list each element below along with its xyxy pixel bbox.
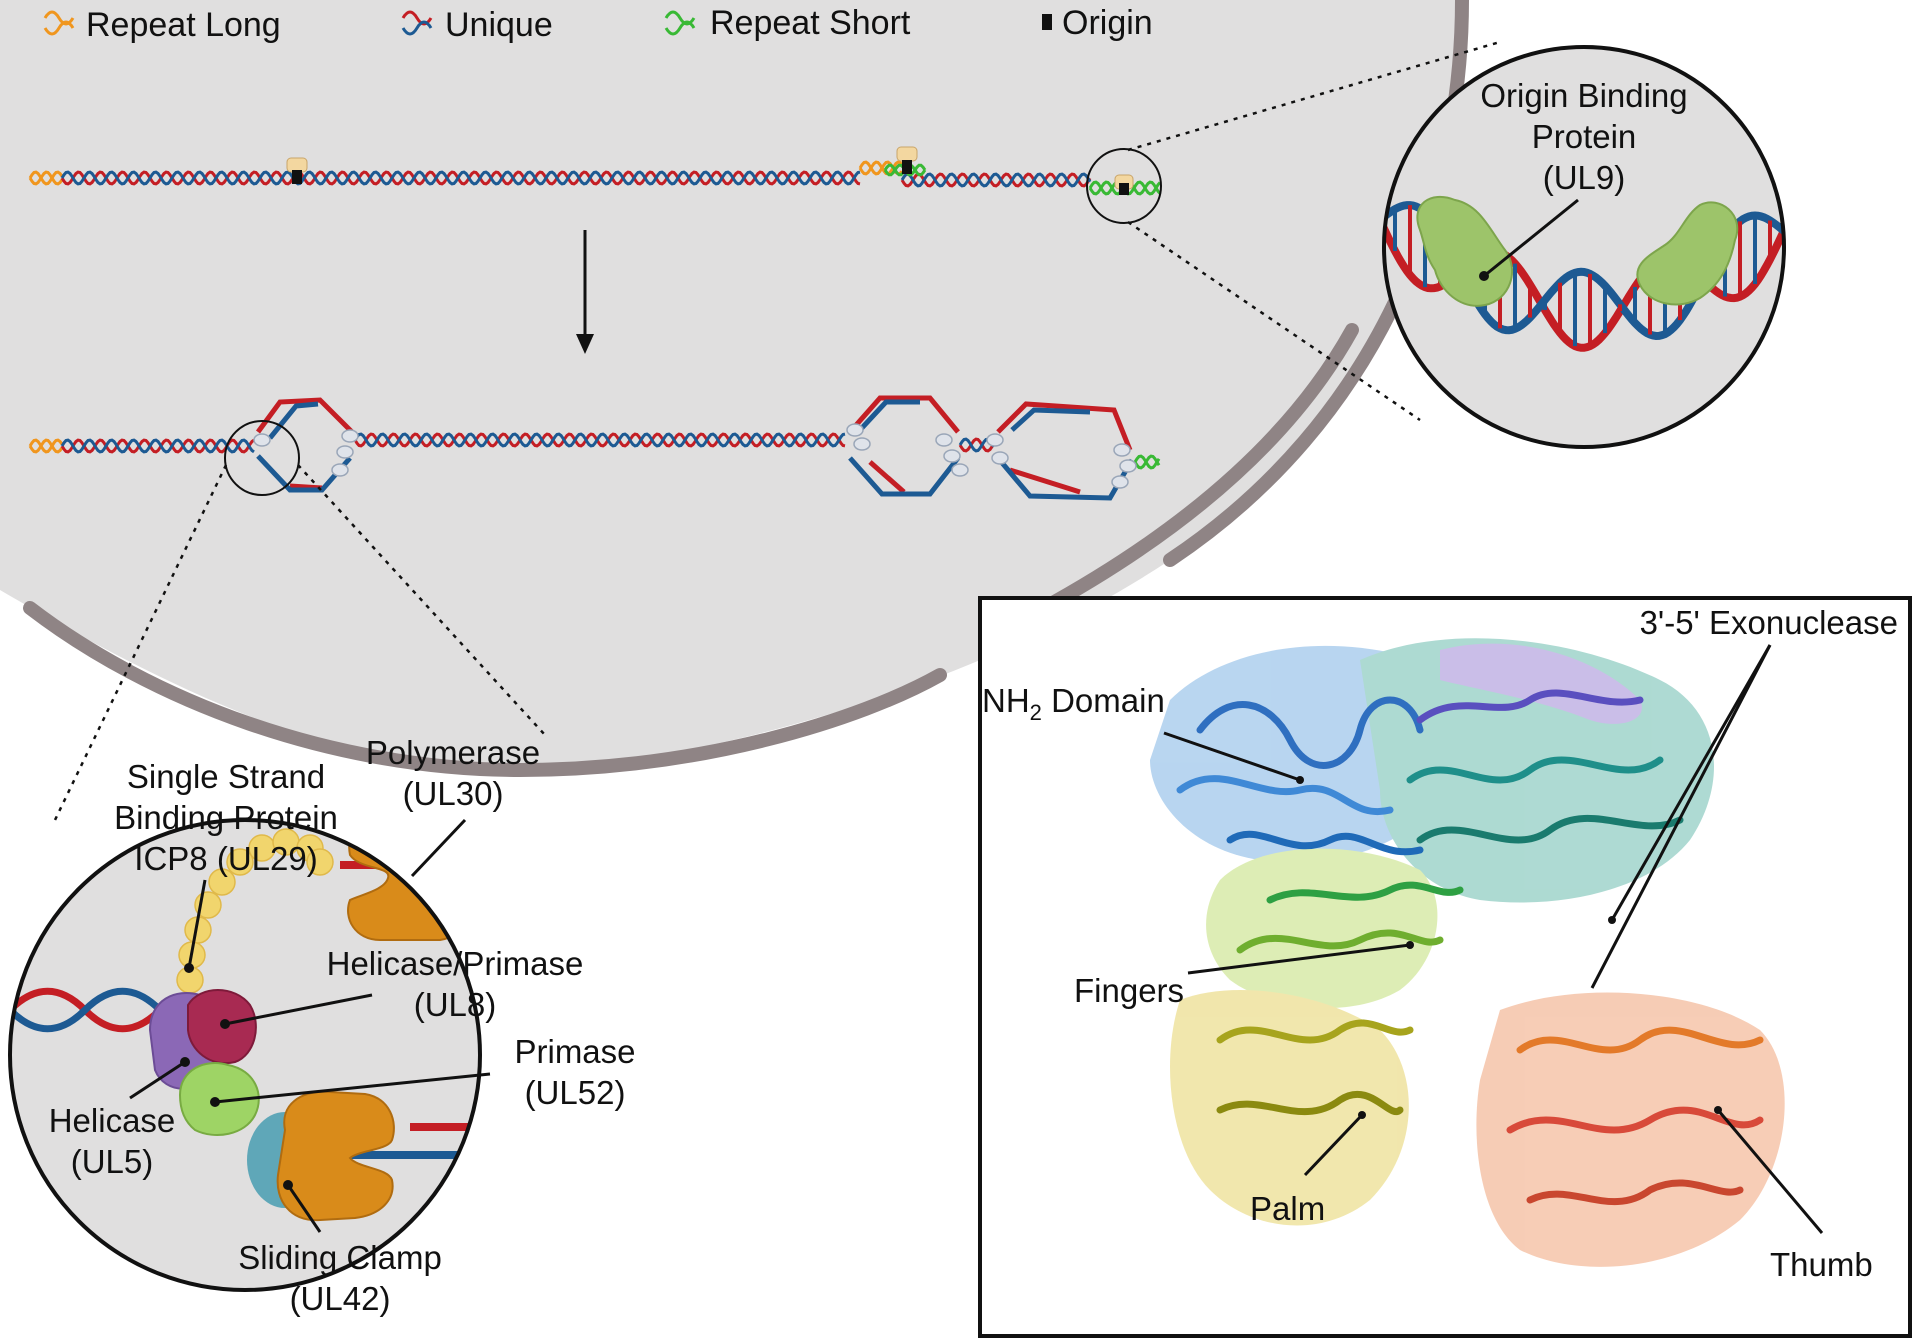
ssbp-label-line2: Binding Protein [114, 799, 338, 836]
primase-label-line2: (UL52) [525, 1074, 626, 1111]
legend-unique: Unique [445, 6, 553, 44]
legend-unique-icon [401, 10, 433, 36]
obp-label-line2: Protein [1532, 118, 1637, 155]
legend-origin: Origin [1062, 4, 1153, 42]
polymerase-label-line2: (UL30) [403, 775, 504, 812]
legend-repeat-short-icon [664, 10, 696, 36]
primase-label-line1: Primase [514, 1033, 635, 1070]
helicase-label-line1: Helicase [49, 1102, 176, 1139]
structure-panel: 3'-5' Exonuclease NH2 Domain Fingers Pal… [978, 596, 1912, 1338]
legend-repeat-short: Repeat Short [710, 4, 911, 42]
surface-nterm-purple [1440, 643, 1642, 724]
leader-lines [129, 818, 491, 1233]
obp-inset: Origin Binding Protein (UL9) [1382, 45, 1786, 449]
leader-line [1483, 198, 1579, 278]
polymerase-label-line1: Polymerase [366, 734, 540, 771]
palm-label: Palm [1250, 1190, 1325, 1227]
ribbon-structure [1176, 689, 1764, 1206]
viral-genome-replicating [28, 432, 1161, 470]
icp8-chain [176, 828, 334, 994]
ssb-beads [253, 423, 1137, 489]
exonuclease-label: 3'-5' Exonuclease [1640, 604, 1898, 641]
primase-ul8 [187, 989, 257, 1065]
zoom-guide [1127, 40, 1501, 152]
zoom-circle-origin [1086, 148, 1162, 224]
nh2-domain-label: NH2 Domain [982, 682, 1165, 725]
replisome-inset: Polymerase (UL30) Single Strand Binding … [8, 734, 636, 1317]
polymerase-lagging [247, 1090, 395, 1222]
ssbp-label-line3: ICP8 (UL29) [134, 840, 317, 877]
structure-leaders [1163, 644, 1824, 1234]
legend-origin-icon [1042, 14, 1052, 30]
fingers-label: Fingers [1074, 972, 1184, 1009]
zoom-guide [297, 464, 546, 736]
ul9-protein [1636, 201, 1739, 306]
nuclear-membrane-right [1033, 323, 1359, 617]
ssbp-label-line1: Single Strand [127, 758, 325, 795]
clamp-label-line2: (UL42) [290, 1280, 391, 1317]
obp-label-line1: Origin Binding [1480, 77, 1687, 114]
helicase-primase-label-line2: (UL8) [414, 986, 497, 1023]
origin-marker [286, 157, 308, 184]
legend-repeat-long: Repeat Long [86, 6, 281, 44]
legend: Repeat Long Unique Repeat Short Origin [43, 4, 1153, 44]
origin-marker [896, 146, 918, 174]
thumb-label: Thumb [1770, 1246, 1873, 1283]
parental-dna [10, 987, 163, 1033]
viral-genome-linear [28, 160, 1162, 196]
obp-inset-border [1382, 45, 1786, 449]
process-arrow [576, 230, 594, 354]
nuclear-membrane-lower [23, 601, 947, 778]
obp-label-line3: (UL9) [1543, 159, 1626, 196]
surface-fingers [1206, 848, 1438, 1009]
replisome-inset-border [8, 818, 482, 1292]
helicase-label-line2: (UL5) [71, 1143, 154, 1180]
replication-bubble [848, 395, 960, 497]
zoom-circle-fork [224, 420, 300, 496]
legend-repeat-long-icon [43, 10, 75, 36]
origin-marker [1114, 174, 1134, 195]
